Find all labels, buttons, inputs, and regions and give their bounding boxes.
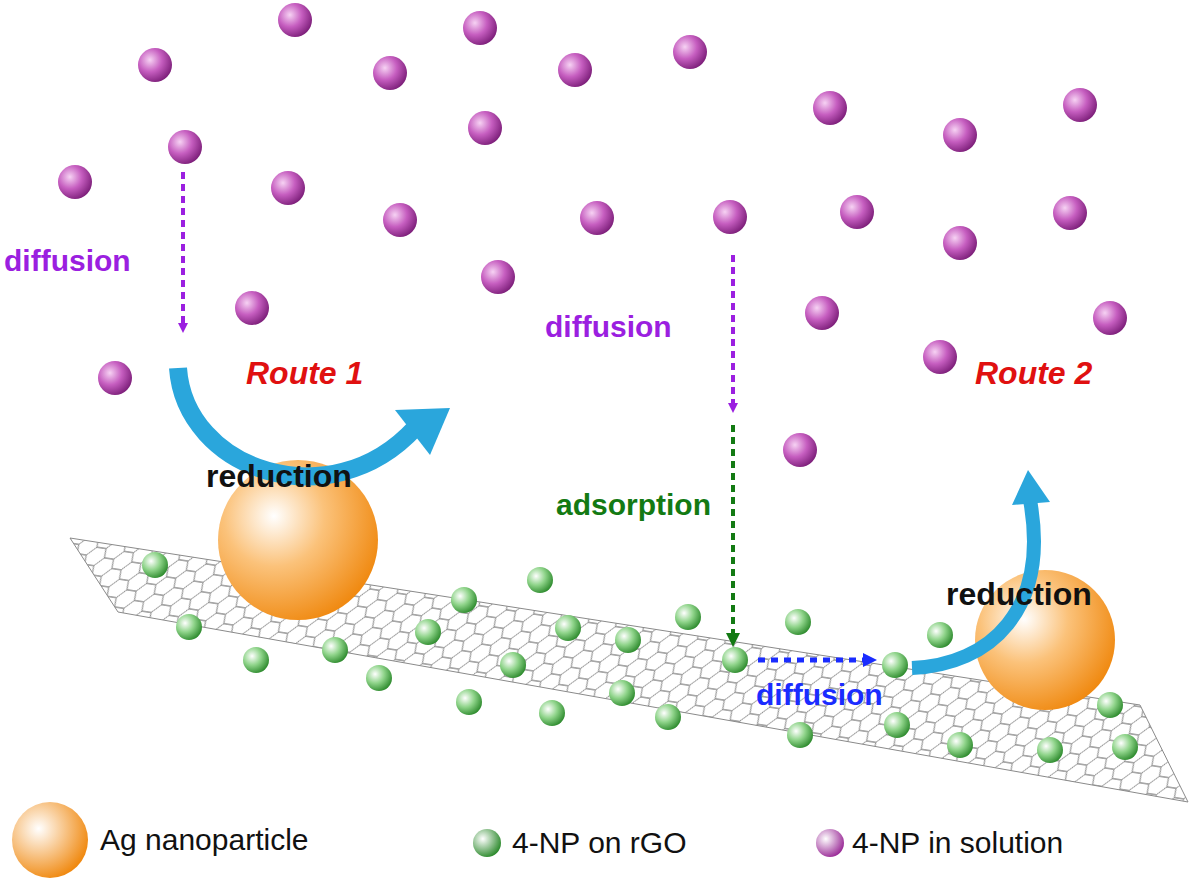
route-step-label: diffusion — [545, 312, 672, 342]
route-title: Route 1 — [246, 357, 363, 389]
route-step-label: reduction — [206, 460, 352, 492]
legend-text: 4-NP in solution — [852, 828, 1063, 858]
legend-text: 4-NP on rGO — [512, 828, 687, 858]
legend-swatch — [12, 802, 88, 878]
route-step-label: reduction — [946, 578, 1092, 610]
route-step-label: diffusion — [4, 246, 131, 276]
legend-swatch — [816, 829, 844, 857]
route-title: Route 2 — [975, 357, 1092, 389]
legend-swatch — [473, 829, 501, 857]
legend-text: Ag nanoparticle — [100, 825, 308, 855]
route-step-label: adsorption — [556, 490, 711, 520]
route-step-label: diffusion — [756, 680, 883, 710]
